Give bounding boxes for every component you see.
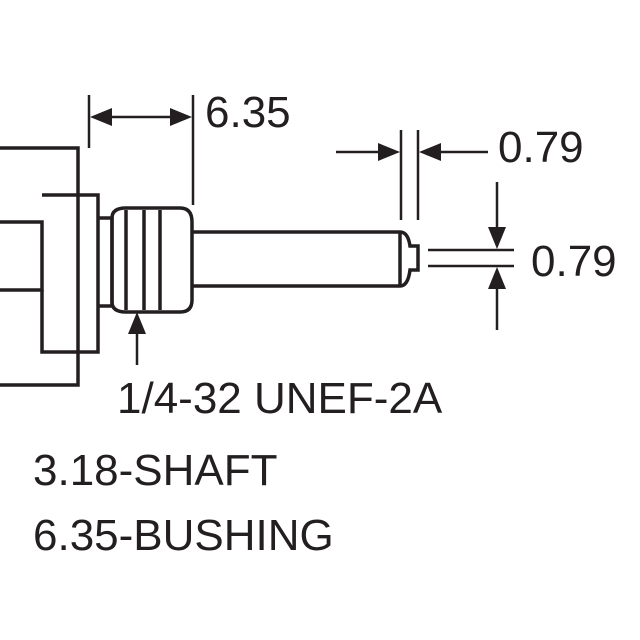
arrowhead-left xyxy=(90,108,112,126)
dim-slot-width: 0.79 xyxy=(336,123,584,220)
shaft-outline xyxy=(192,230,420,288)
bushing xyxy=(98,206,194,314)
dim-bushing-length: 6.35 xyxy=(87,88,291,205)
slot-width-label: 0.79 xyxy=(498,123,584,172)
shaft-note: 3.18-SHAFT xyxy=(33,446,278,495)
bushing-note: 6.35-BUSHING xyxy=(33,511,334,560)
bushing-outline xyxy=(110,206,194,314)
body-terminal-notch xyxy=(0,220,44,292)
body-step-lower xyxy=(40,290,78,354)
mounting-flange xyxy=(78,193,100,354)
arrowhead-slot-left xyxy=(378,143,400,161)
bushing-collar xyxy=(98,216,114,308)
arrowhead-slot-bottom xyxy=(488,267,506,289)
arrowhead-slot-right xyxy=(419,143,441,161)
arrowhead-right xyxy=(170,108,192,126)
thread-spec-label: 1/4-32 UNEF-2A xyxy=(117,374,443,423)
slot-depth-label: 0.79 xyxy=(531,237,617,286)
leader-arrowhead xyxy=(128,312,146,334)
bushing-length-label: 6.35 xyxy=(205,88,291,137)
shaft xyxy=(192,230,420,288)
pot-body xyxy=(0,146,100,387)
dim-slot-depth: 0.79 xyxy=(428,182,617,330)
thread-leader xyxy=(128,312,146,365)
body-outline xyxy=(0,146,80,387)
arrowhead-slot-top xyxy=(488,227,506,249)
